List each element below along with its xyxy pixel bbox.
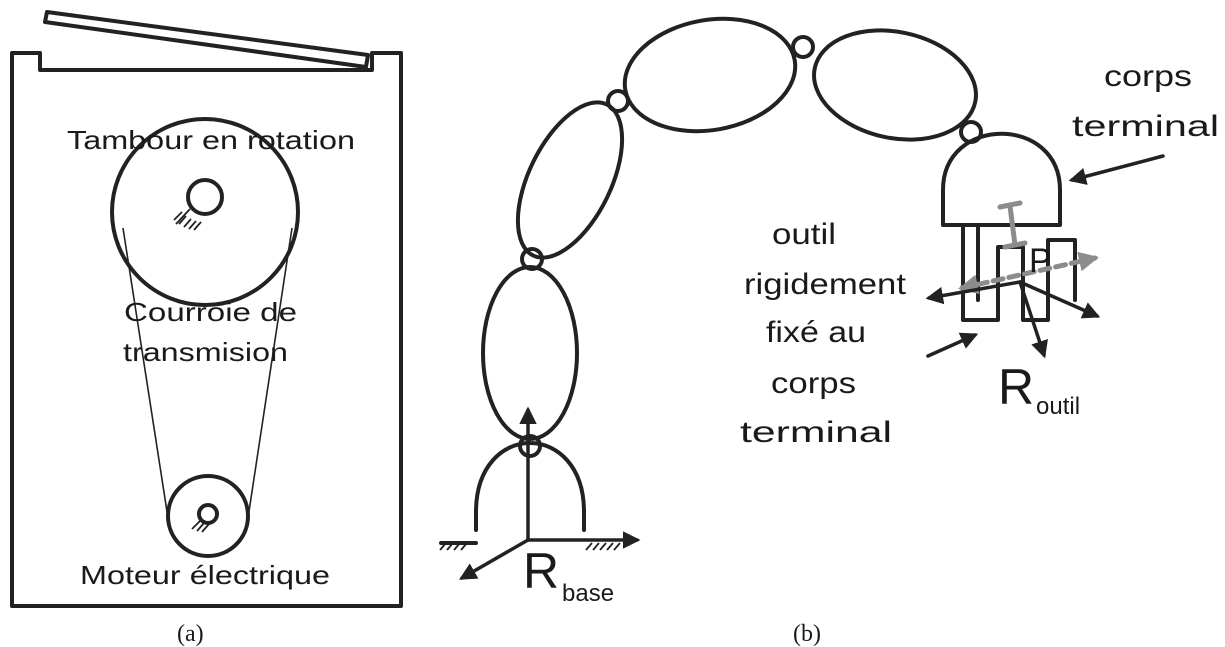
tool-frame-label: R [998, 359, 1034, 415]
link-1 [481, 265, 579, 441]
end-body-label-line2: terminal [1072, 110, 1219, 143]
link-2 [515, 100, 625, 260]
tool-frame-x-arrow [925, 280, 1022, 305]
link-4 [812, 28, 978, 142]
belt-label-line1: Courroie de [124, 297, 297, 327]
motor-axle [197, 503, 219, 525]
base-ground-left-hatch [439, 542, 468, 551]
joint-4 [791, 35, 815, 59]
belt-right [247, 227, 293, 519]
base-ground-right-hatch [585, 542, 621, 551]
end-body-pointer-arrow [1068, 154, 1165, 185]
panel-b: corps terminal outil rigidement fixé au … [439, 16, 1219, 647]
belt-left [122, 227, 169, 519]
tool-frame-y-arrow [1018, 280, 1101, 319]
tool-label-line4: corps [771, 367, 856, 400]
drum-axle [186, 178, 224, 216]
base-frame-subscript: base [562, 580, 614, 607]
base-frame-label: R [523, 543, 559, 599]
base-frame-y-arrow [458, 538, 530, 580]
tool-pointer-arrow [926, 332, 979, 358]
drum-label: Tambour en rotation [67, 125, 355, 155]
caption-a: (a) [177, 621, 204, 647]
belt-label-line2: transmision [123, 337, 288, 367]
tool-frame-subscript: outil [1036, 393, 1080, 420]
motor-circle [166, 474, 250, 558]
link-3 [622, 16, 798, 134]
machine-cabinet [10, 51, 403, 608]
tool-label-line5: terminal [740, 416, 892, 449]
tool-gray-dashed-arrow [958, 251, 1099, 295]
tool-gray-marker [997, 200, 1028, 250]
caption-b: (b) [793, 621, 821, 647]
motor-axle-ground-hatch [191, 520, 210, 533]
tool-point-label: P [1029, 242, 1052, 280]
tool-label-line2: rigidement [744, 268, 907, 301]
tool-label-line3: fixé au [766, 316, 866, 349]
panel-a: Tambour en rotation Courroie de transmis… [10, 10, 403, 647]
drum-circle [110, 117, 300, 307]
robot-base [474, 441, 586, 532]
tool-label-line1: outil [772, 218, 836, 251]
end-body-label-line1: corps [1104, 60, 1192, 93]
tool-frame-z-arrow [1018, 280, 1048, 359]
motor-label: Moteur électrique [80, 560, 330, 590]
joint-1 [518, 434, 542, 458]
drum-axle-ground-hatch [173, 208, 202, 231]
machine-lid [43, 10, 370, 69]
end-body [941, 131, 1062, 227]
